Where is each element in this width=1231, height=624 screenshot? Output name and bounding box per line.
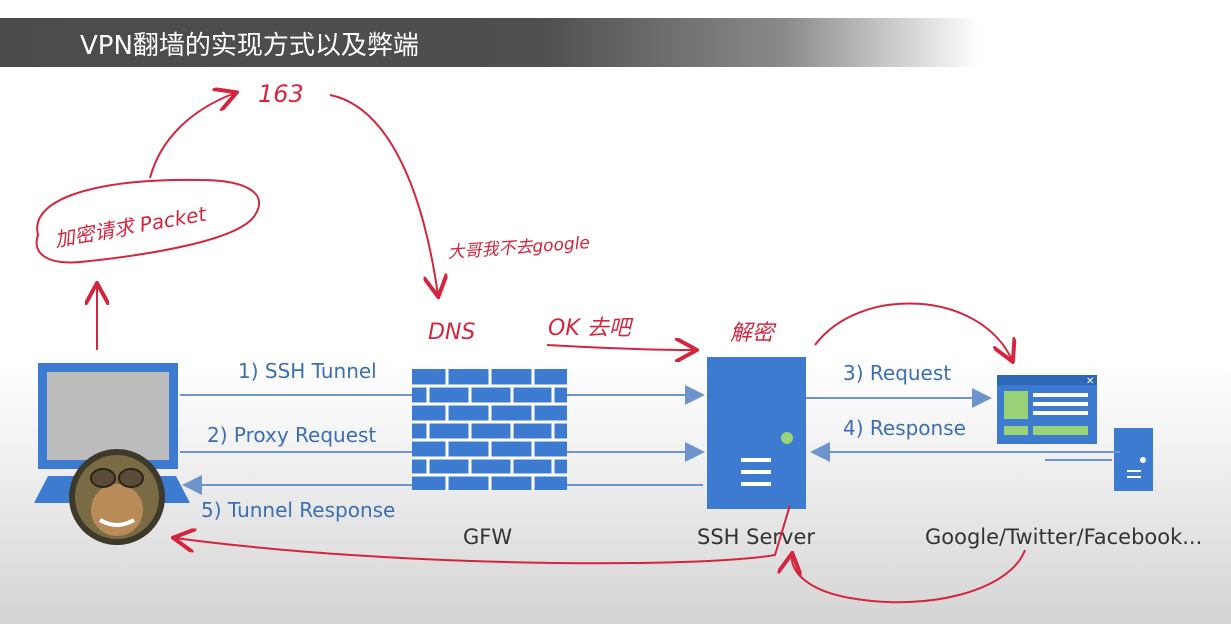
dns-reply-note: 大哥我不去google [447, 233, 591, 263]
response-label: 4) Response [843, 416, 966, 440]
packet-note: 加密请求 Packet [53, 201, 209, 251]
gfw-label: GFW [463, 525, 512, 549]
ip-note: 163 [258, 80, 304, 108]
title-bar: VPN翻墙的实现方式以及弊端 [0, 18, 980, 67]
browser-window-icon: ✕ [997, 375, 1097, 444]
request-label: 3) Request [843, 361, 951, 385]
page-title: VPN翻墙的实现方式以及弊端 [80, 31, 419, 61]
avatar [69, 449, 165, 545]
firewall-icon [412, 369, 567, 490]
sites-label: Google/Twitter/Facebook... [925, 525, 1202, 549]
ssh-server-label: SSH Server [697, 525, 815, 549]
proxy-request-label: 2) Proxy Request [207, 423, 376, 447]
ssh-server-icon [707, 357, 806, 509]
decrypt-note: 解密 [730, 321, 777, 346]
svg-text:✕: ✕ [1086, 376, 1094, 387]
dns-note: DNS [428, 320, 475, 345]
ssh-tunnel-label: 1) SSH Tunnel [238, 359, 377, 383]
tunnel-response-label: 5) Tunnel Response [201, 498, 395, 522]
ok-go-note: OK 去吧 [548, 316, 634, 341]
flow-arrows [180, 385, 1120, 495]
red-annotations [35, 93, 1026, 604]
web-server-icon [1114, 428, 1153, 491]
